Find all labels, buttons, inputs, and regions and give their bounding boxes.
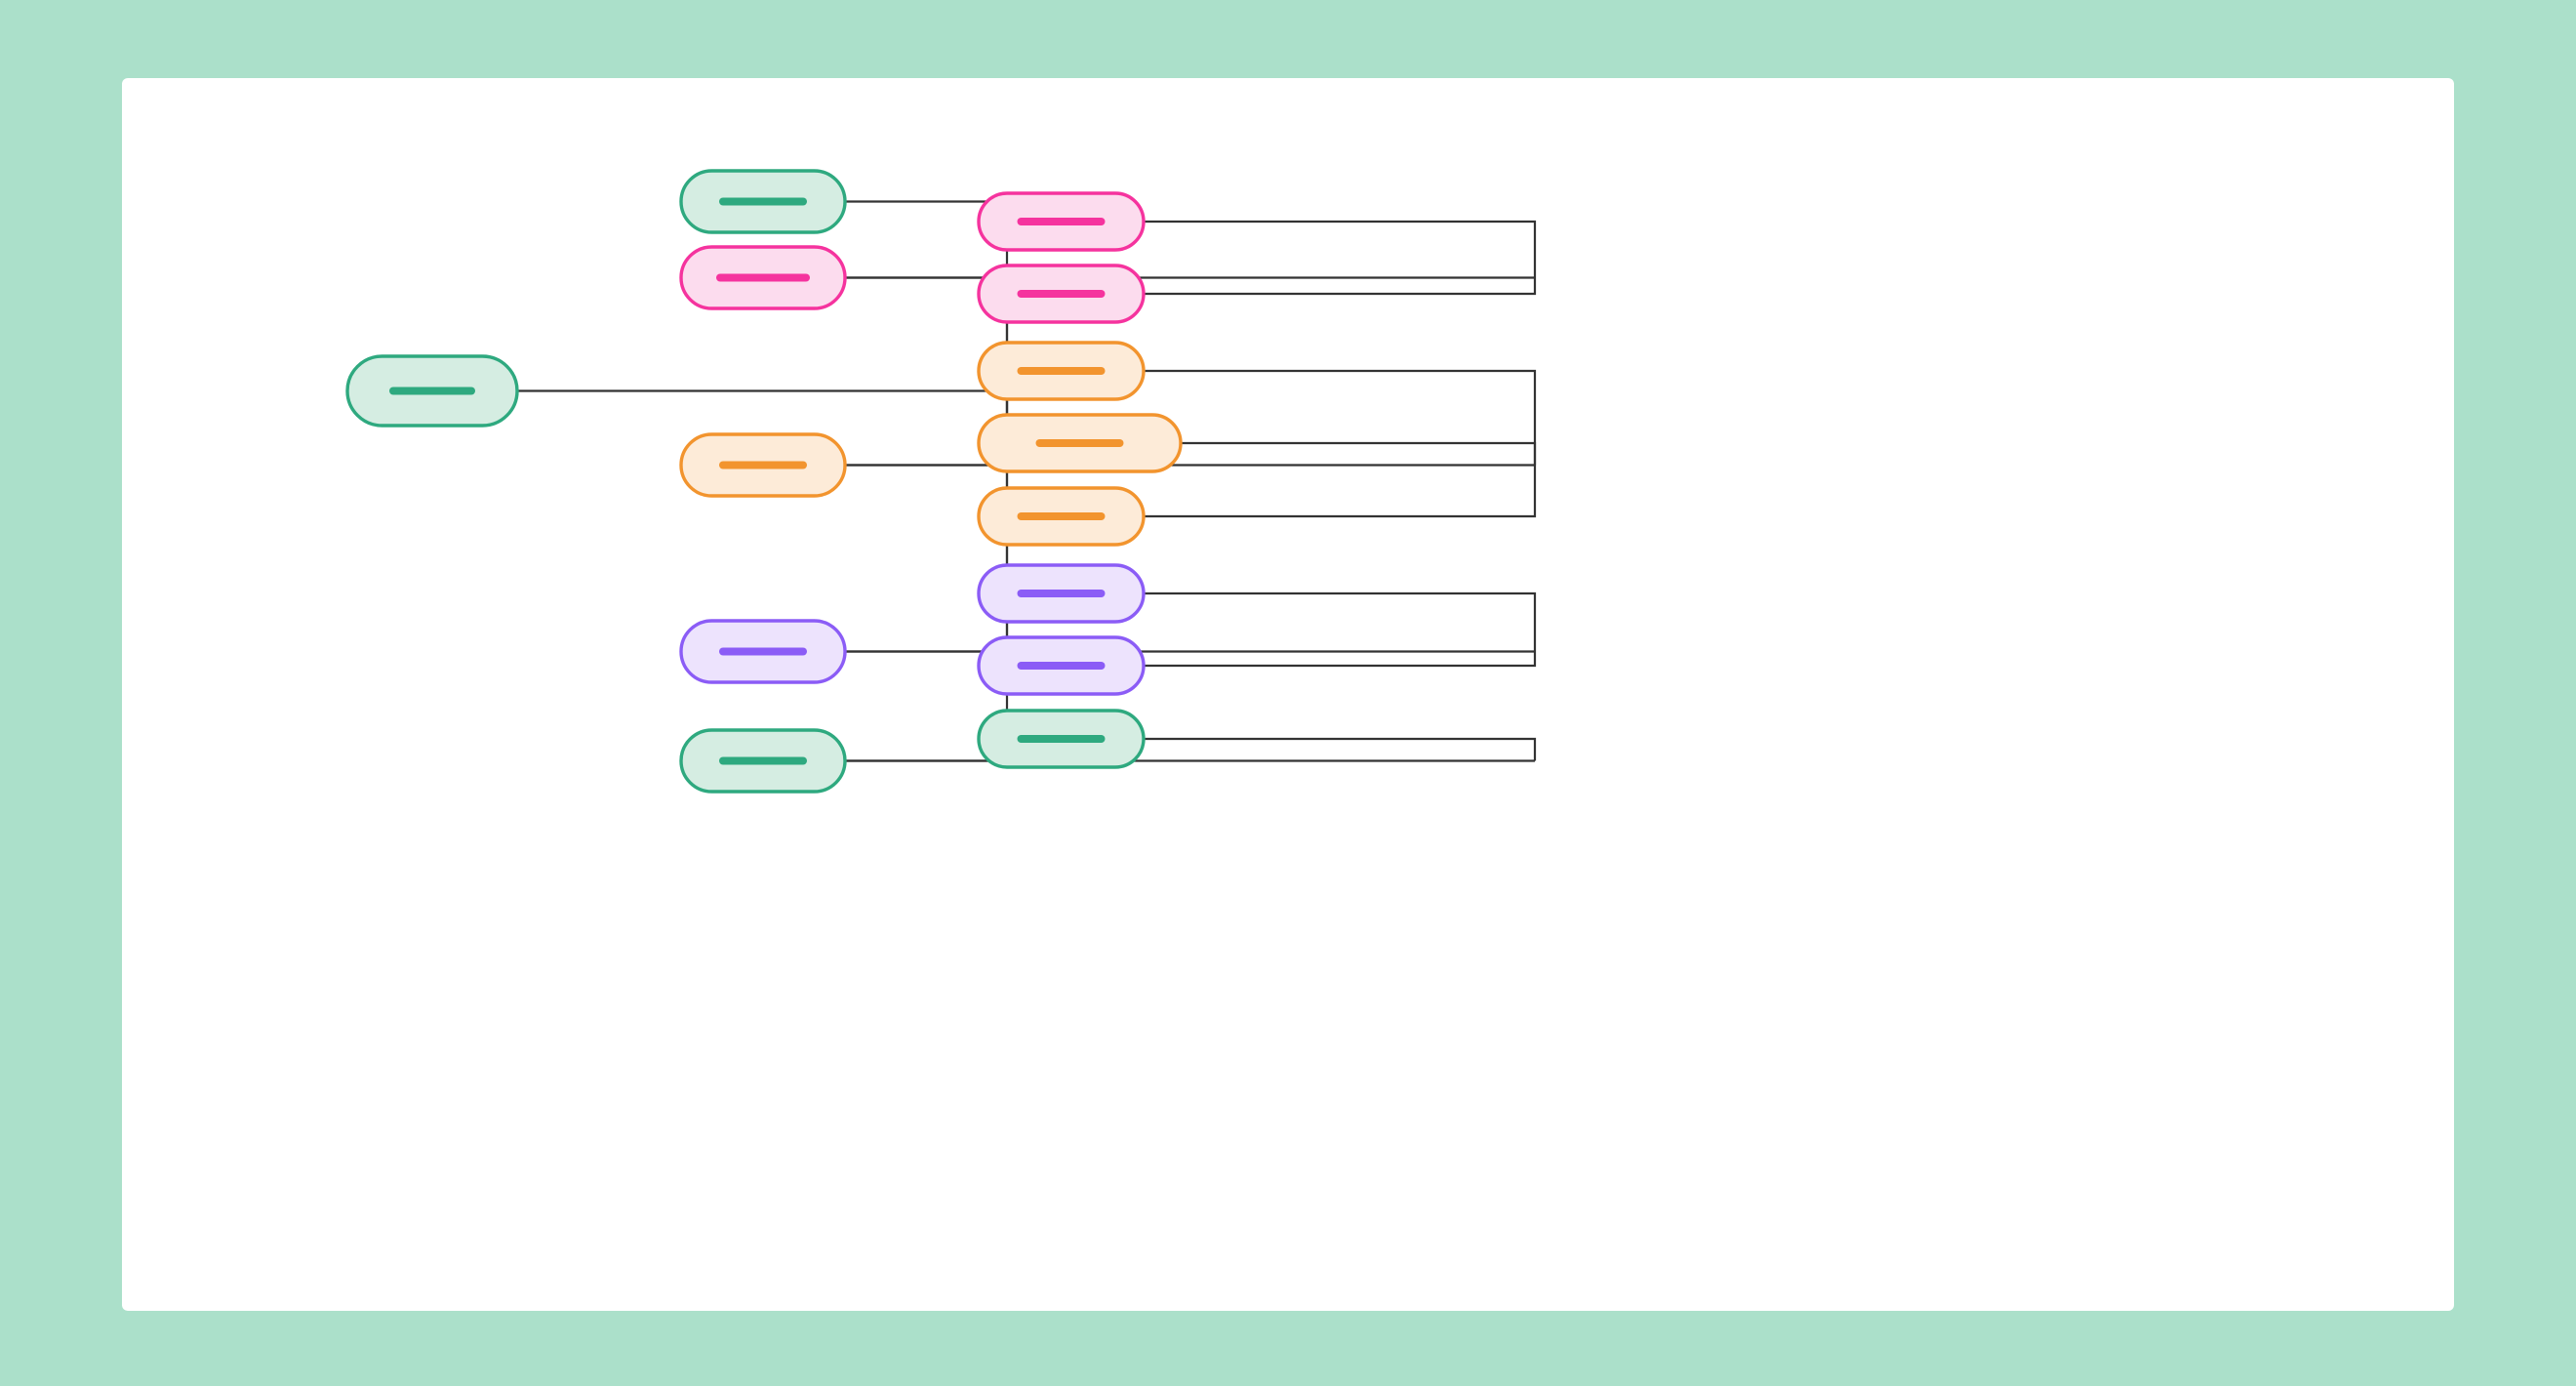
node-l1-d[interactable]	[679, 619, 847, 684]
edge-l1-c-to-l2-c3	[978, 465, 1537, 520]
diagram-canvas[interactable]	[122, 78, 2454, 1311]
node-l2-c1[interactable]	[977, 341, 1146, 401]
node-l1-b[interactable]	[679, 245, 847, 310]
node-l1-a[interactable]	[679, 169, 847, 234]
edge-l1-c-to-l2-c1	[978, 367, 1537, 466]
node-l2-d1[interactable]	[977, 563, 1146, 624]
node-root[interactable]	[345, 354, 519, 428]
edge-l1-d-to-l2-d1	[978, 590, 1537, 652]
node-l1-c[interactable]	[679, 432, 847, 498]
edge-l1-b-to-l2-b2	[978, 277, 1537, 298]
node-l2-b1[interactable]	[977, 191, 1146, 252]
edge-l1-d-to-l2-d2	[978, 651, 1537, 670]
node-l2-e1[interactable]	[977, 709, 1146, 769]
node-l2-c2[interactable]	[977, 413, 1183, 473]
edge-l1-b-to-l2-b1	[978, 218, 1537, 278]
nodes-layer	[345, 169, 1183, 794]
node-l2-d2[interactable]	[977, 635, 1146, 696]
node-l2-c3[interactable]	[977, 486, 1146, 547]
mindmap-svg[interactable]	[122, 78, 2454, 1311]
edge-root-to-l1-d	[680, 390, 1009, 656]
edge-l1-e-to-l2-e1	[978, 735, 1537, 761]
node-l1-e[interactable]	[679, 728, 847, 794]
node-l2-b2[interactable]	[977, 264, 1146, 324]
